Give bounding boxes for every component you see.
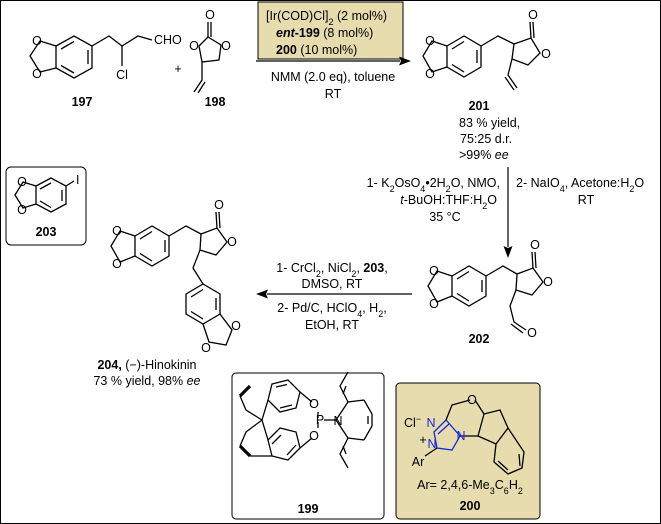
result-201-yield: 83 % yield, — [459, 116, 520, 130]
compound-label-197: 197 — [72, 95, 93, 109]
atom-cl-197: Cl — [116, 68, 128, 82]
arrow-step2-head — [503, 246, 513, 258]
step2-left-2: t-BuOH:THF:H2O — [400, 193, 497, 211]
atom-n-200c: N — [456, 429, 465, 443]
step1-conditions-2: RT — [325, 87, 342, 101]
atom-n-200a: N — [426, 416, 435, 430]
catalyst-200-ar-definition: Ar= 2,4,6-Me3C6H2 — [417, 478, 523, 496]
atom-o-204f: O — [231, 319, 241, 333]
step2-right-1: 2- NaIO4, Acetone:H2O — [516, 176, 644, 194]
atom-n-200b: N — [427, 437, 436, 451]
atom-o-200: O — [467, 393, 477, 407]
atom-o-204e: O — [201, 341, 211, 355]
atom-o-204d: O — [214, 198, 224, 212]
step3-line-4: EtOH, RT — [305, 318, 359, 332]
step2-left-3: 35 °C — [429, 210, 460, 224]
compound-197-structure — [29, 35, 153, 79]
arrow-step1-head — [399, 56, 411, 66]
step1-reagent-2: ent-199 (8 mol%) — [276, 26, 373, 40]
step1-conditions-1: NMM (2.0 eq), toluene — [271, 70, 395, 84]
atom-ar-200: Ar — [412, 455, 425, 469]
compound-203-box — [5, 166, 87, 246]
atom-o-204a: O — [112, 224, 122, 238]
atom-o-199a: O — [309, 397, 319, 411]
atom-o-201b: O — [425, 67, 435, 81]
atom-cho: CHO — [154, 33, 182, 47]
atom-o-197a: O — [32, 34, 42, 48]
step2-right-2: RT — [578, 193, 595, 207]
atom-plus-charge: + — [419, 433, 426, 447]
atom-o-202c: O — [543, 275, 553, 289]
step1-reagent-box — [257, 1, 404, 60]
atom-o-203a: O — [17, 175, 27, 189]
atom-o-202d: O — [530, 238, 540, 252]
compound-204-yield: 73 % yield, 98% ee — [93, 374, 200, 388]
atom-o-198b: O — [189, 39, 199, 53]
compound-label-202: 202 — [469, 332, 490, 346]
compound-199-box — [231, 372, 385, 520]
compound-label-203: 203 — [36, 225, 57, 239]
compound-201-structure — [422, 21, 541, 91]
result-201-dr: 75:25 d.r. — [460, 132, 512, 146]
step2-left-1: 1- K2OsO4•2H2O, NMO, — [367, 176, 500, 194]
step3-line-3: 2- Pd/C, HClO4, H2, — [277, 301, 386, 319]
plus-sign: + — [174, 62, 181, 76]
step1-reagent-1: [Ir(COD)Cl]2 (2 mol%) — [266, 9, 387, 27]
step3-line-1: 1- CrCl2, NiCl2, 203, — [276, 261, 387, 279]
compound-label-198: 198 — [205, 95, 226, 109]
atom-p-199: P — [316, 413, 324, 427]
atom-n-199: N — [333, 414, 342, 428]
compound-204-structure — [110, 211, 233, 346]
compound-label-200: 200 — [460, 499, 481, 513]
atom-o-198c: O — [205, 8, 215, 22]
compound-label-199: 199 — [298, 502, 319, 516]
compound-200-structure — [424, 399, 525, 475]
arrow-step3-head — [256, 289, 268, 299]
compound-199-structure — [238, 371, 373, 469]
compound-198-structure — [193, 22, 222, 94]
atom-o-202a: O — [429, 264, 439, 278]
compound-200-box — [395, 382, 541, 520]
compound-203-structure — [14, 177, 75, 213]
atom-o-199b: O — [309, 429, 319, 443]
atom-i-203: I — [76, 173, 79, 187]
step3-line-2: DMSO, RT — [302, 277, 363, 291]
atom-o-202b: O — [429, 297, 439, 311]
atom-o-198a: O — [221, 39, 231, 53]
step1-reagent-3: 200 (10 mol%) — [276, 43, 357, 57]
result-201-ee: >99% ee — [459, 148, 509, 162]
atom-o-201c: O — [541, 47, 551, 61]
compound-label-204: 204, (−)-Hinokinin — [97, 358, 196, 372]
atom-o-201a: O — [425, 34, 435, 48]
compound-202-structure — [427, 251, 544, 334]
atom-o-201d: O — [528, 8, 538, 22]
compound-label-201: 201 — [469, 99, 490, 113]
atom-o-203b: O — [17, 203, 27, 217]
atom-o-204c: O — [227, 235, 237, 249]
atom-o-202e: O — [527, 326, 537, 340]
atom-cl-minus: Cl− — [404, 414, 421, 430]
atom-o-197b: O — [32, 67, 42, 81]
atom-o-204b: O — [112, 257, 122, 271]
